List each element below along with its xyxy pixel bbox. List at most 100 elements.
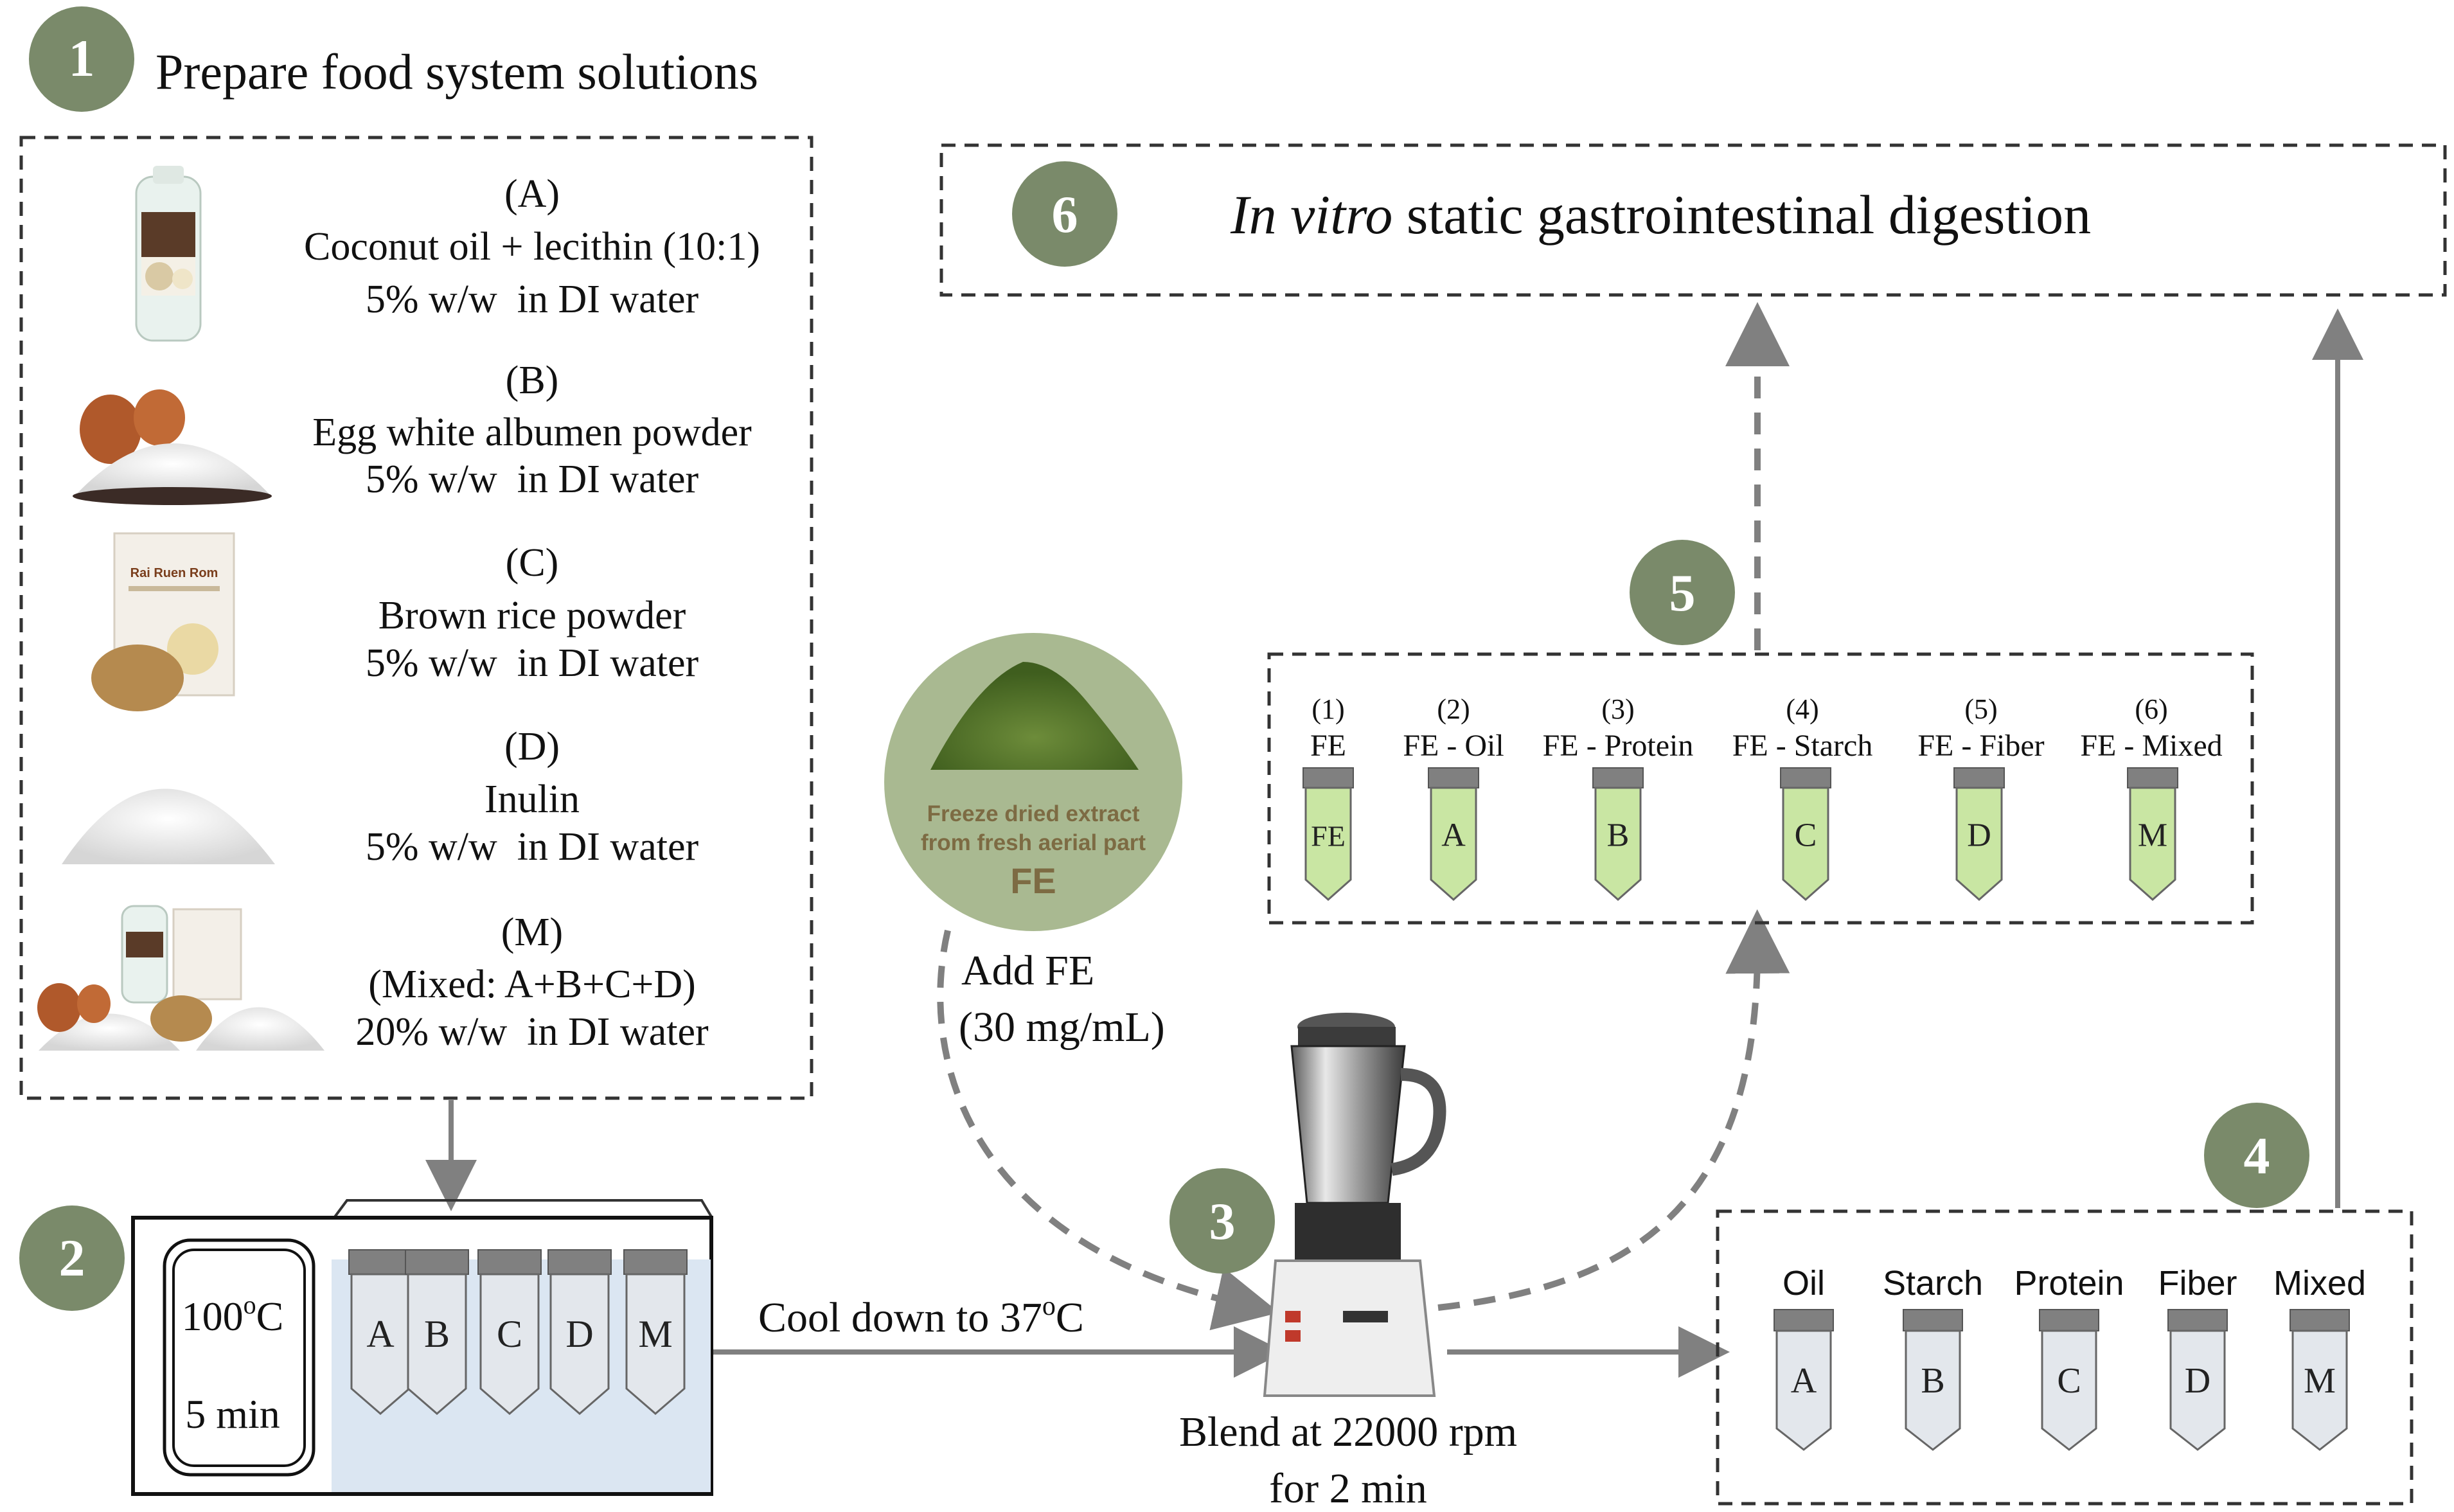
- freeze-dried-extract: Freeze dried extract from fresh aerial p…: [884, 633, 1182, 931]
- arrow-blender-to-step5: [1437, 909, 1790, 1311]
- item-d-concentration: 5% w/w in DI water: [366, 825, 699, 869]
- step5-tube-number: (4): [1786, 693, 1818, 725]
- step2-badge: [19, 1205, 125, 1311]
- tube-cap: [1903, 1309, 1963, 1331]
- tube-body: [1775, 1330, 1832, 1451]
- bath-tube-a: A: [348, 1249, 413, 1415]
- step2-badge-number: 2: [59, 1229, 85, 1287]
- step4-tube-a: A: [1774, 1309, 1834, 1451]
- step5-tube-2: A: [1428, 767, 1479, 902]
- step3-badge: [1169, 1168, 1275, 1274]
- tube-letter: C: [2057, 1361, 2081, 1401]
- item-b-name: Egg white albumen powder: [312, 411, 752, 454]
- item-m-concentration: 20% w/w in DI water: [355, 1010, 709, 1054]
- item-c-concentration: 5% w/w in DI water: [366, 641, 699, 685]
- bath-temperature: 100oC: [182, 1290, 284, 1339]
- tube-cap: [2167, 1309, 2228, 1331]
- tube-cap: [547, 1249, 612, 1275]
- extract-line2: from fresh aerial part: [921, 830, 1146, 855]
- step5-tube-label: FE - Fiber: [1917, 729, 2044, 763]
- step1-badge: [29, 6, 134, 112]
- tube-letter: B: [1921, 1361, 1944, 1401]
- step5-tube-label: FE - Oil: [1403, 729, 1504, 763]
- tube-letter: A: [1791, 1361, 1817, 1401]
- extract-abbr: FE: [1010, 860, 1056, 901]
- tube-cap: [477, 1249, 542, 1275]
- step5-tube-4: C: [1780, 767, 1831, 902]
- step4-tube-label: Protein: [2014, 1264, 2124, 1303]
- bath-tube-c: C: [477, 1249, 542, 1415]
- tube-cap: [1428, 767, 1479, 788]
- step4-tube-d: D: [2167, 1309, 2228, 1451]
- blend-speed: Blend at 22000 rpm: [1179, 1409, 1517, 1455]
- tube-letter: FE: [1311, 819, 1346, 852]
- tube-body: [1594, 787, 1642, 902]
- item-b-concentration: 5% w/w in DI water: [366, 458, 699, 501]
- step5-tube-5: D: [1953, 767, 2005, 902]
- tube-cap: [623, 1249, 688, 1275]
- bath-time: 5 min: [185, 1391, 280, 1437]
- step1-badge-number: 1: [69, 29, 95, 87]
- step4-tube-b: B: [1903, 1309, 1963, 1451]
- tube-body: [1782, 787, 1829, 902]
- step4-tube-label: Mixed: [2273, 1264, 2366, 1303]
- step5-tube-label: FE - Mixed: [2080, 729, 2222, 763]
- add-fe-label: Add FE: [961, 947, 1094, 994]
- extract-circle: [884, 633, 1182, 931]
- brown-rice-powder-image: Rai Ruen Rom: [91, 532, 235, 711]
- item-m-letter: (M): [501, 911, 563, 954]
- step6-badge-number: 6: [1052, 185, 1078, 244]
- tube-letter: D: [2185, 1361, 2210, 1401]
- bath-tube-d: D: [547, 1249, 612, 1415]
- item-d-letter: (D): [504, 725, 560, 769]
- tube-letter: B: [424, 1313, 450, 1355]
- bath-tube-b: B: [405, 1249, 469, 1415]
- tube-letter: M: [638, 1313, 672, 1355]
- tube-body: [1955, 787, 2003, 902]
- step6-box: [939, 143, 2447, 297]
- tube-letter: C: [497, 1313, 522, 1355]
- tube-letter: D: [1967, 817, 1991, 853]
- item-m-name: (Mixed: A+B+C+D): [368, 963, 696, 1006]
- step4-tube-m: M: [2290, 1309, 2350, 1451]
- step4-tube-c: C: [2039, 1309, 2099, 1451]
- blender-icon: [1263, 1013, 1446, 1397]
- step1-box: [19, 136, 814, 1100]
- green-powder-icon: [930, 662, 1139, 770]
- tube-body: [407, 1273, 467, 1415]
- cool-down-label: Cool down to 37oC: [758, 1292, 1084, 1341]
- tube-letter: B: [1607, 817, 1630, 853]
- tube-body: [2291, 1330, 2348, 1451]
- step4-tube-label: Starch: [1883, 1264, 1983, 1303]
- step5-tube-number: (1): [1311, 693, 1344, 725]
- step1-title: Prepare food system solutions: [156, 44, 758, 100]
- item-a-concentration: 5% w/w in DI water: [366, 278, 699, 321]
- tube-letter: M: [2138, 817, 2167, 853]
- step4-box: [1716, 1209, 2414, 1506]
- step6-title: In vitro static gastrointestinal digesti…: [1230, 184, 2091, 245]
- coconut-oil-bottle-image: [135, 166, 202, 342]
- step5-tube-number: (5): [1964, 693, 1997, 725]
- inulin-powder-image: [62, 788, 275, 864]
- step5-badge-number: 5: [1669, 564, 1696, 622]
- bath-tube-m: M: [623, 1249, 688, 1415]
- tube-letter: A: [366, 1313, 394, 1355]
- step6-badge: [1012, 161, 1117, 267]
- step5-tube-label: FE - Protein: [1543, 729, 1694, 763]
- tube-cap: [1953, 767, 2005, 788]
- item-b-letter: (B): [506, 359, 559, 402]
- tube-body: [1430, 787, 1477, 902]
- tube-body: [549, 1273, 610, 1415]
- tube-cap: [1592, 767, 1644, 788]
- item-c-name: Brown rice powder: [378, 594, 686, 637]
- step5-tube-number: (6): [2135, 693, 2167, 725]
- tube-body: [2169, 1330, 2226, 1451]
- tube-body: [1304, 787, 1352, 902]
- tube-cap: [1303, 767, 1354, 788]
- tube-letter: A: [1441, 817, 1466, 853]
- tube-cap: [348, 1249, 413, 1275]
- tube-cap: [2290, 1309, 2350, 1331]
- tube-body: [2041, 1330, 2097, 1451]
